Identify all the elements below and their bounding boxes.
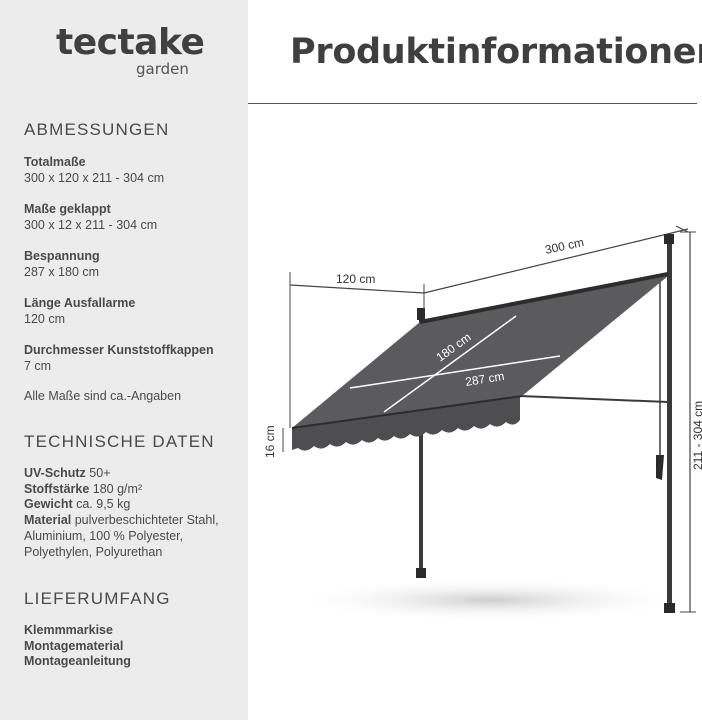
crank-handle bbox=[656, 455, 664, 480]
technical-heading: TECHNISCHE DATEN bbox=[24, 432, 215, 451]
spec-value: ca. 9,5 kg bbox=[76, 497, 131, 512]
dimension-label: Totalmaße bbox=[24, 155, 86, 169]
spec-label: Stoffstärke bbox=[24, 481, 90, 496]
dim-tick bbox=[675, 225, 689, 233]
dimension-label: Bespannung bbox=[24, 249, 100, 263]
awning-fabric bbox=[292, 276, 668, 428]
dimension-value: 300 x 12 x 211 - 304 cm bbox=[24, 218, 158, 232]
fabric-depth-arrow bbox=[383, 315, 517, 413]
scope-heading: LIEFERUMFANG bbox=[24, 589, 171, 608]
spec-value: 180 g/m² bbox=[92, 481, 143, 496]
dimension-label: Maße geklappt bbox=[24, 202, 111, 216]
scope-item: Montageanleitung bbox=[24, 654, 131, 669]
dimension-value: 287 x 180 cm bbox=[24, 265, 100, 279]
depth-dimension-label: 120 cm bbox=[336, 272, 375, 286]
spec-value: 50+ bbox=[89, 466, 111, 480]
pole-foot bbox=[416, 568, 426, 578]
dimension-label: Durchmesser Kunststoffkappen bbox=[24, 343, 214, 357]
awning-diagram: 300 cm 120 cm 211 - 304 cm 16 cm 287 cm … bbox=[263, 225, 702, 622]
awning-arm bbox=[519, 395, 669, 403]
fabric-width-arrow bbox=[349, 355, 561, 389]
spec-value: pulverbeschichteter Stahl, Aluminium, 10… bbox=[24, 513, 219, 559]
page-title: Produktinformationen bbox=[290, 32, 702, 72]
dimension-item: Durchmesser Kunststoffkappen 7 cm bbox=[24, 342, 214, 374]
dimensions-heading: ABMESSUNGEN bbox=[24, 120, 170, 139]
dimension-value: 300 x 120 x 211 - 304 cm bbox=[24, 171, 165, 185]
front-bar bbox=[291, 395, 523, 429]
brand-logo: tectake bbox=[56, 22, 205, 63]
dimension-value: 120 cm bbox=[24, 312, 65, 326]
dimensions-note: Alle Maße sind ca.-Angaben bbox=[24, 389, 182, 403]
awning-valance bbox=[292, 396, 520, 451]
dim-line-width bbox=[423, 228, 689, 294]
dim-line-depth bbox=[289, 284, 425, 294]
spec-label: Material bbox=[24, 513, 72, 528]
spec-label: Gewicht bbox=[24, 497, 73, 512]
dimension-item: Bespannung 287 x 180 cm bbox=[24, 248, 100, 280]
floor-shadow bbox=[290, 578, 690, 622]
pole-foot bbox=[664, 603, 675, 613]
spec-label: UV-Schutz bbox=[24, 466, 86, 480]
dimension-label: Länge Ausfallarme bbox=[24, 296, 136, 310]
fabric-width-label: 287 cm bbox=[464, 369, 505, 389]
height-dimension-label: 211 - 304 cm bbox=[691, 401, 702, 470]
scope-list: Klemmmarkise Montagematerial Montageanle… bbox=[24, 623, 131, 670]
awning-cassette bbox=[419, 272, 669, 324]
pole-cap bbox=[417, 308, 425, 320]
title-divider bbox=[248, 103, 697, 104]
brand-sub: garden bbox=[136, 60, 189, 78]
rear-pole bbox=[667, 240, 672, 612]
dimension-item: Länge Ausfallarme 120 cm bbox=[24, 295, 135, 327]
front-pole bbox=[419, 318, 423, 574]
scope-item: Klemmmarkise bbox=[24, 623, 113, 637]
pole-cap bbox=[664, 234, 674, 244]
technical-specs: UV-Schutz 50+ Stoffstärke 180 g/m² Gewic… bbox=[24, 466, 234, 560]
sidebar bbox=[0, 0, 248, 720]
width-dimension-label: 300 cm bbox=[544, 235, 585, 257]
scope-item: Montagematerial bbox=[24, 638, 124, 653]
valance-dimension-label: 16 cm bbox=[263, 425, 277, 458]
dimension-value: 7 cm bbox=[24, 359, 52, 373]
dimension-item: Totalmaße 300 x 120 x 211 - 304 cm bbox=[24, 154, 164, 186]
dimension-item: Maße geklappt 300 x 12 x 211 - 304 cm bbox=[24, 201, 157, 233]
